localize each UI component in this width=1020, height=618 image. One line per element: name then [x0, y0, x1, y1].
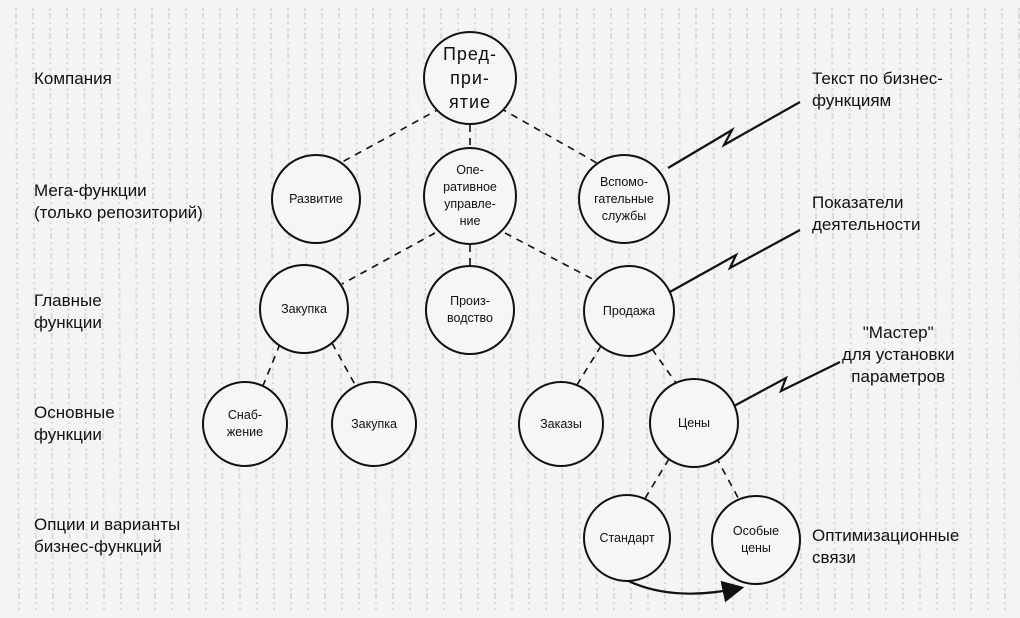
node-enterprise-label: Пред- при- ятие — [442, 44, 498, 112]
level-label-options: Опции и варианты бизнес-функций — [34, 515, 181, 556]
node-prices: Цены — [649, 378, 739, 468]
annotation-business-function-text: Текст по бизнес- функциям — [812, 69, 943, 110]
edge-root-development — [332, 107, 442, 168]
level-label-mega-functions: Мега-функции (только репозиторий) — [34, 181, 203, 222]
lightning-master-icon — [733, 361, 841, 407]
level-label-main-functions: Главные функции — [34, 291, 102, 332]
level-label-company: Компания — [34, 69, 112, 88]
node-auxiliary-services-label: Вспомо- гательные службы — [594, 174, 654, 223]
node-orders: Заказы — [518, 381, 604, 467]
node-special-prices-label: Особые цены — [732, 524, 780, 555]
node-operational-management-label: Опе- ративное управле- ние — [443, 163, 497, 228]
node-standard-label: Стандарт — [599, 530, 655, 545]
edge-sales-orders — [574, 345, 602, 389]
node-production-label: Произ- водство — [447, 294, 493, 325]
node-sales: Продажа — [583, 265, 675, 357]
node-auxiliary-services: Вспомо- гательные службы — [578, 154, 670, 244]
node-orders-label: Заказы — [540, 416, 582, 431]
node-purchase: Закупка — [331, 381, 417, 467]
node-special-prices: Особые цены — [711, 495, 801, 585]
lightning-connectors — [667, 101, 841, 407]
node-standard: Стандарт — [583, 494, 671, 582]
node-supply-label: Снаб- жение — [226, 408, 264, 439]
node-supply: Снаб- жение — [202, 381, 288, 467]
node-operational-management: Опе- ративное управле- ние — [423, 147, 517, 245]
level-label-basic-functions: Основные функции — [34, 403, 115, 444]
node-development-label: Развитие — [289, 191, 343, 206]
edge-operational-purchase — [341, 232, 436, 285]
edge-root-auxiliary — [499, 107, 605, 168]
annotation-parameter-master: "Мастер" для установки параметров — [842, 323, 955, 386]
node-production: Произ- водство — [425, 265, 515, 355]
edge-sales-prices — [651, 348, 677, 384]
lightning-indicators-icon — [667, 229, 801, 294]
annotation-optimization-links: Оптимизационные связи — [812, 526, 960, 567]
annotation-performance-indicators: Показатели деятельности — [812, 193, 921, 234]
node-prices-label: Цены — [677, 415, 711, 430]
edge-prices-special — [715, 456, 743, 506]
edge-purchase-purchase — [331, 342, 359, 391]
node-purchase-main: Закупка — [259, 264, 349, 354]
edge-operational-sales — [504, 232, 603, 285]
node-enterprise: Пред- при- ятие — [423, 31, 517, 125]
node-purchase-label: Закупка — [351, 416, 397, 431]
node-purchase-main-label: Закупка — [281, 301, 327, 316]
lightning-business-text-icon — [667, 101, 801, 169]
node-sales-label: Продажа — [602, 303, 656, 318]
node-development: Развитие — [271, 154, 361, 244]
edge-prices-standard — [643, 458, 670, 501]
